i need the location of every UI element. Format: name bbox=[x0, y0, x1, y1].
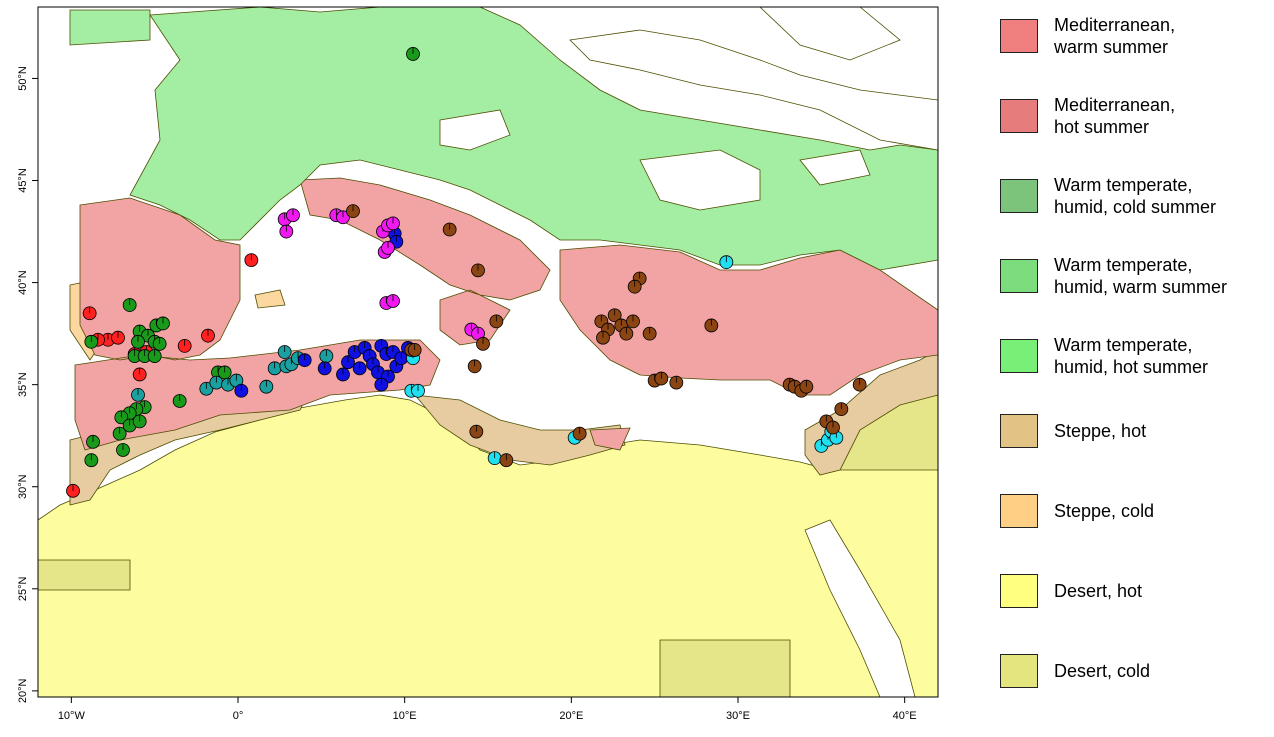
legend-item: Steppe, hot bbox=[1000, 414, 1146, 448]
legend-label: Warm temperate, humid, cold summer bbox=[1054, 175, 1217, 217]
legend-swatch bbox=[1000, 414, 1038, 448]
y-tick-label: 20°N bbox=[17, 679, 29, 704]
zone-unclassified bbox=[439, 7, 938, 697]
legend-label: Steppe, hot bbox=[1054, 421, 1147, 441]
legend-label: Desert, hot bbox=[1054, 581, 1143, 601]
x-axis: 10°W 0° 10°E 20°E 30°E 40°E bbox=[58, 697, 917, 722]
legend-item: Warm temperate, humid, warm summer bbox=[1000, 254, 1227, 298]
x-tick-label: 20°E bbox=[559, 710, 583, 722]
legend-swatch bbox=[1000, 179, 1038, 213]
y-tick-label: 40°N bbox=[17, 270, 29, 295]
legend-item: Desert, cold bbox=[1000, 654, 1150, 688]
legend-item: Steppe, cold bbox=[1000, 494, 1154, 528]
y-tick-label: 25°N bbox=[17, 576, 29, 601]
legend-swatch bbox=[1000, 494, 1038, 528]
legend-label: Mediterranean, hot summer bbox=[1054, 95, 1176, 137]
legend-swatch bbox=[1000, 19, 1038, 53]
legend-swatch bbox=[1000, 574, 1038, 608]
legend-item: Warm temperate, humid, hot summer bbox=[1000, 334, 1208, 378]
legend-swatch bbox=[1000, 654, 1038, 688]
x-tick-label: 40°E bbox=[893, 710, 917, 722]
y-axis: 20°N 25°N 30°N 35°N 40°N 45°N 50°N bbox=[17, 66, 38, 703]
legend-label: Mediterranean, warm summer bbox=[1054, 15, 1176, 57]
zone-steppe-hot bbox=[69, 349, 938, 506]
y-tick-label: 30°N bbox=[17, 474, 29, 499]
legend-label: Warm temperate, humid, hot summer bbox=[1054, 335, 1209, 377]
legend-label: Steppe, cold bbox=[1054, 501, 1155, 521]
x-tick-label: 0° bbox=[233, 710, 244, 722]
legend-swatch bbox=[1000, 99, 1038, 133]
plot-frame bbox=[37, 6, 939, 698]
legend-swatch bbox=[1000, 339, 1038, 373]
legend-label: Warm temperate, humid, warm summer bbox=[1054, 255, 1228, 297]
legend-label: Desert, cold bbox=[1054, 661, 1151, 681]
y-tick-label: 45°N bbox=[17, 168, 29, 193]
legend-item: Mediterranean, hot summer bbox=[1000, 94, 1175, 138]
x-tick-label: 10°E bbox=[393, 710, 417, 722]
y-tick-label: 50°N bbox=[17, 66, 29, 91]
y-tick-label: 35°N bbox=[17, 372, 29, 397]
legend-item: Desert, hot bbox=[1000, 574, 1142, 608]
site-markers bbox=[66, 47, 867, 498]
legend-item: Warm temperate, humid, cold summer bbox=[1000, 174, 1216, 218]
x-tick-label: 10°W bbox=[58, 710, 86, 722]
legend-item: Mediterranean, warm summer bbox=[1000, 14, 1175, 58]
x-tick-label: 30°E bbox=[726, 710, 750, 722]
legend-swatch bbox=[1000, 259, 1038, 293]
